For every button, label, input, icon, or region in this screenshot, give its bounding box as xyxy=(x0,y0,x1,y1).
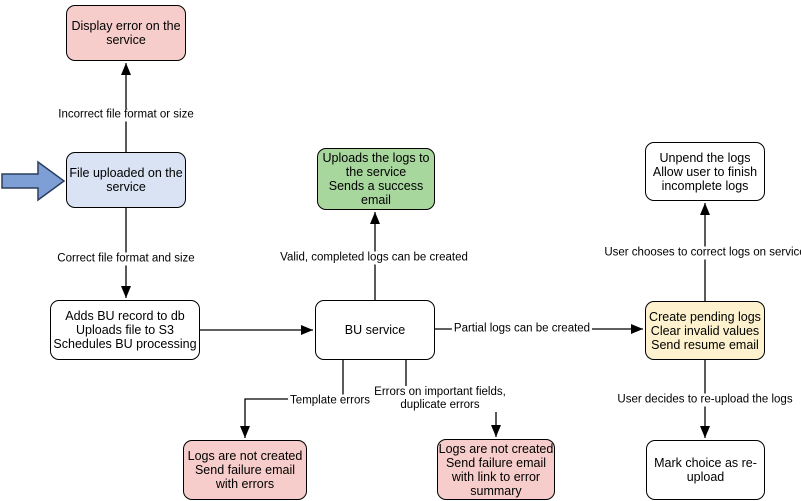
node-adds-bu-record: Adds BU record to db Uploads file to S3 … xyxy=(50,300,200,360)
node-bu-service: BU service xyxy=(315,300,435,360)
node-success-email: Uploads the logs to the service Sends a … xyxy=(317,148,435,210)
edge-label-incorrect-format: Incorrect file format or size xyxy=(56,108,196,122)
node-file-uploaded: File uploaded on the service xyxy=(66,152,186,208)
node-unpend-logs: Unpend the logs Allow user to finish inc… xyxy=(645,142,765,201)
edge-label-user-reuploads: User decides to re-upload the logs xyxy=(615,393,795,407)
input-arrow-icon xyxy=(1,160,66,202)
node-failure-email-errors: Logs are not created Send failure email … xyxy=(183,440,307,500)
node-display-error: Display error on the service xyxy=(66,5,186,61)
edge-label-valid-logs: Valid, completed logs can be created xyxy=(278,251,470,265)
edge-label-correct-format: Correct file format and size xyxy=(55,252,197,266)
node-create-pending-logs: Create pending logs Clear invalid values… xyxy=(645,301,765,360)
node-failure-email-summary: Logs are not created Send failure email … xyxy=(437,439,555,500)
edge-label-partial-logs: Partial logs can be created xyxy=(451,322,593,336)
edge-label-user-corrects: User chooses to correct logs on service xyxy=(602,246,801,260)
node-mark-reupload: Mark choice as re- upload xyxy=(646,440,765,500)
edge-label-template-errors: Template errors xyxy=(288,394,372,408)
edge-label-field-errors: Errors on important fields, duplicate er… xyxy=(372,386,508,412)
